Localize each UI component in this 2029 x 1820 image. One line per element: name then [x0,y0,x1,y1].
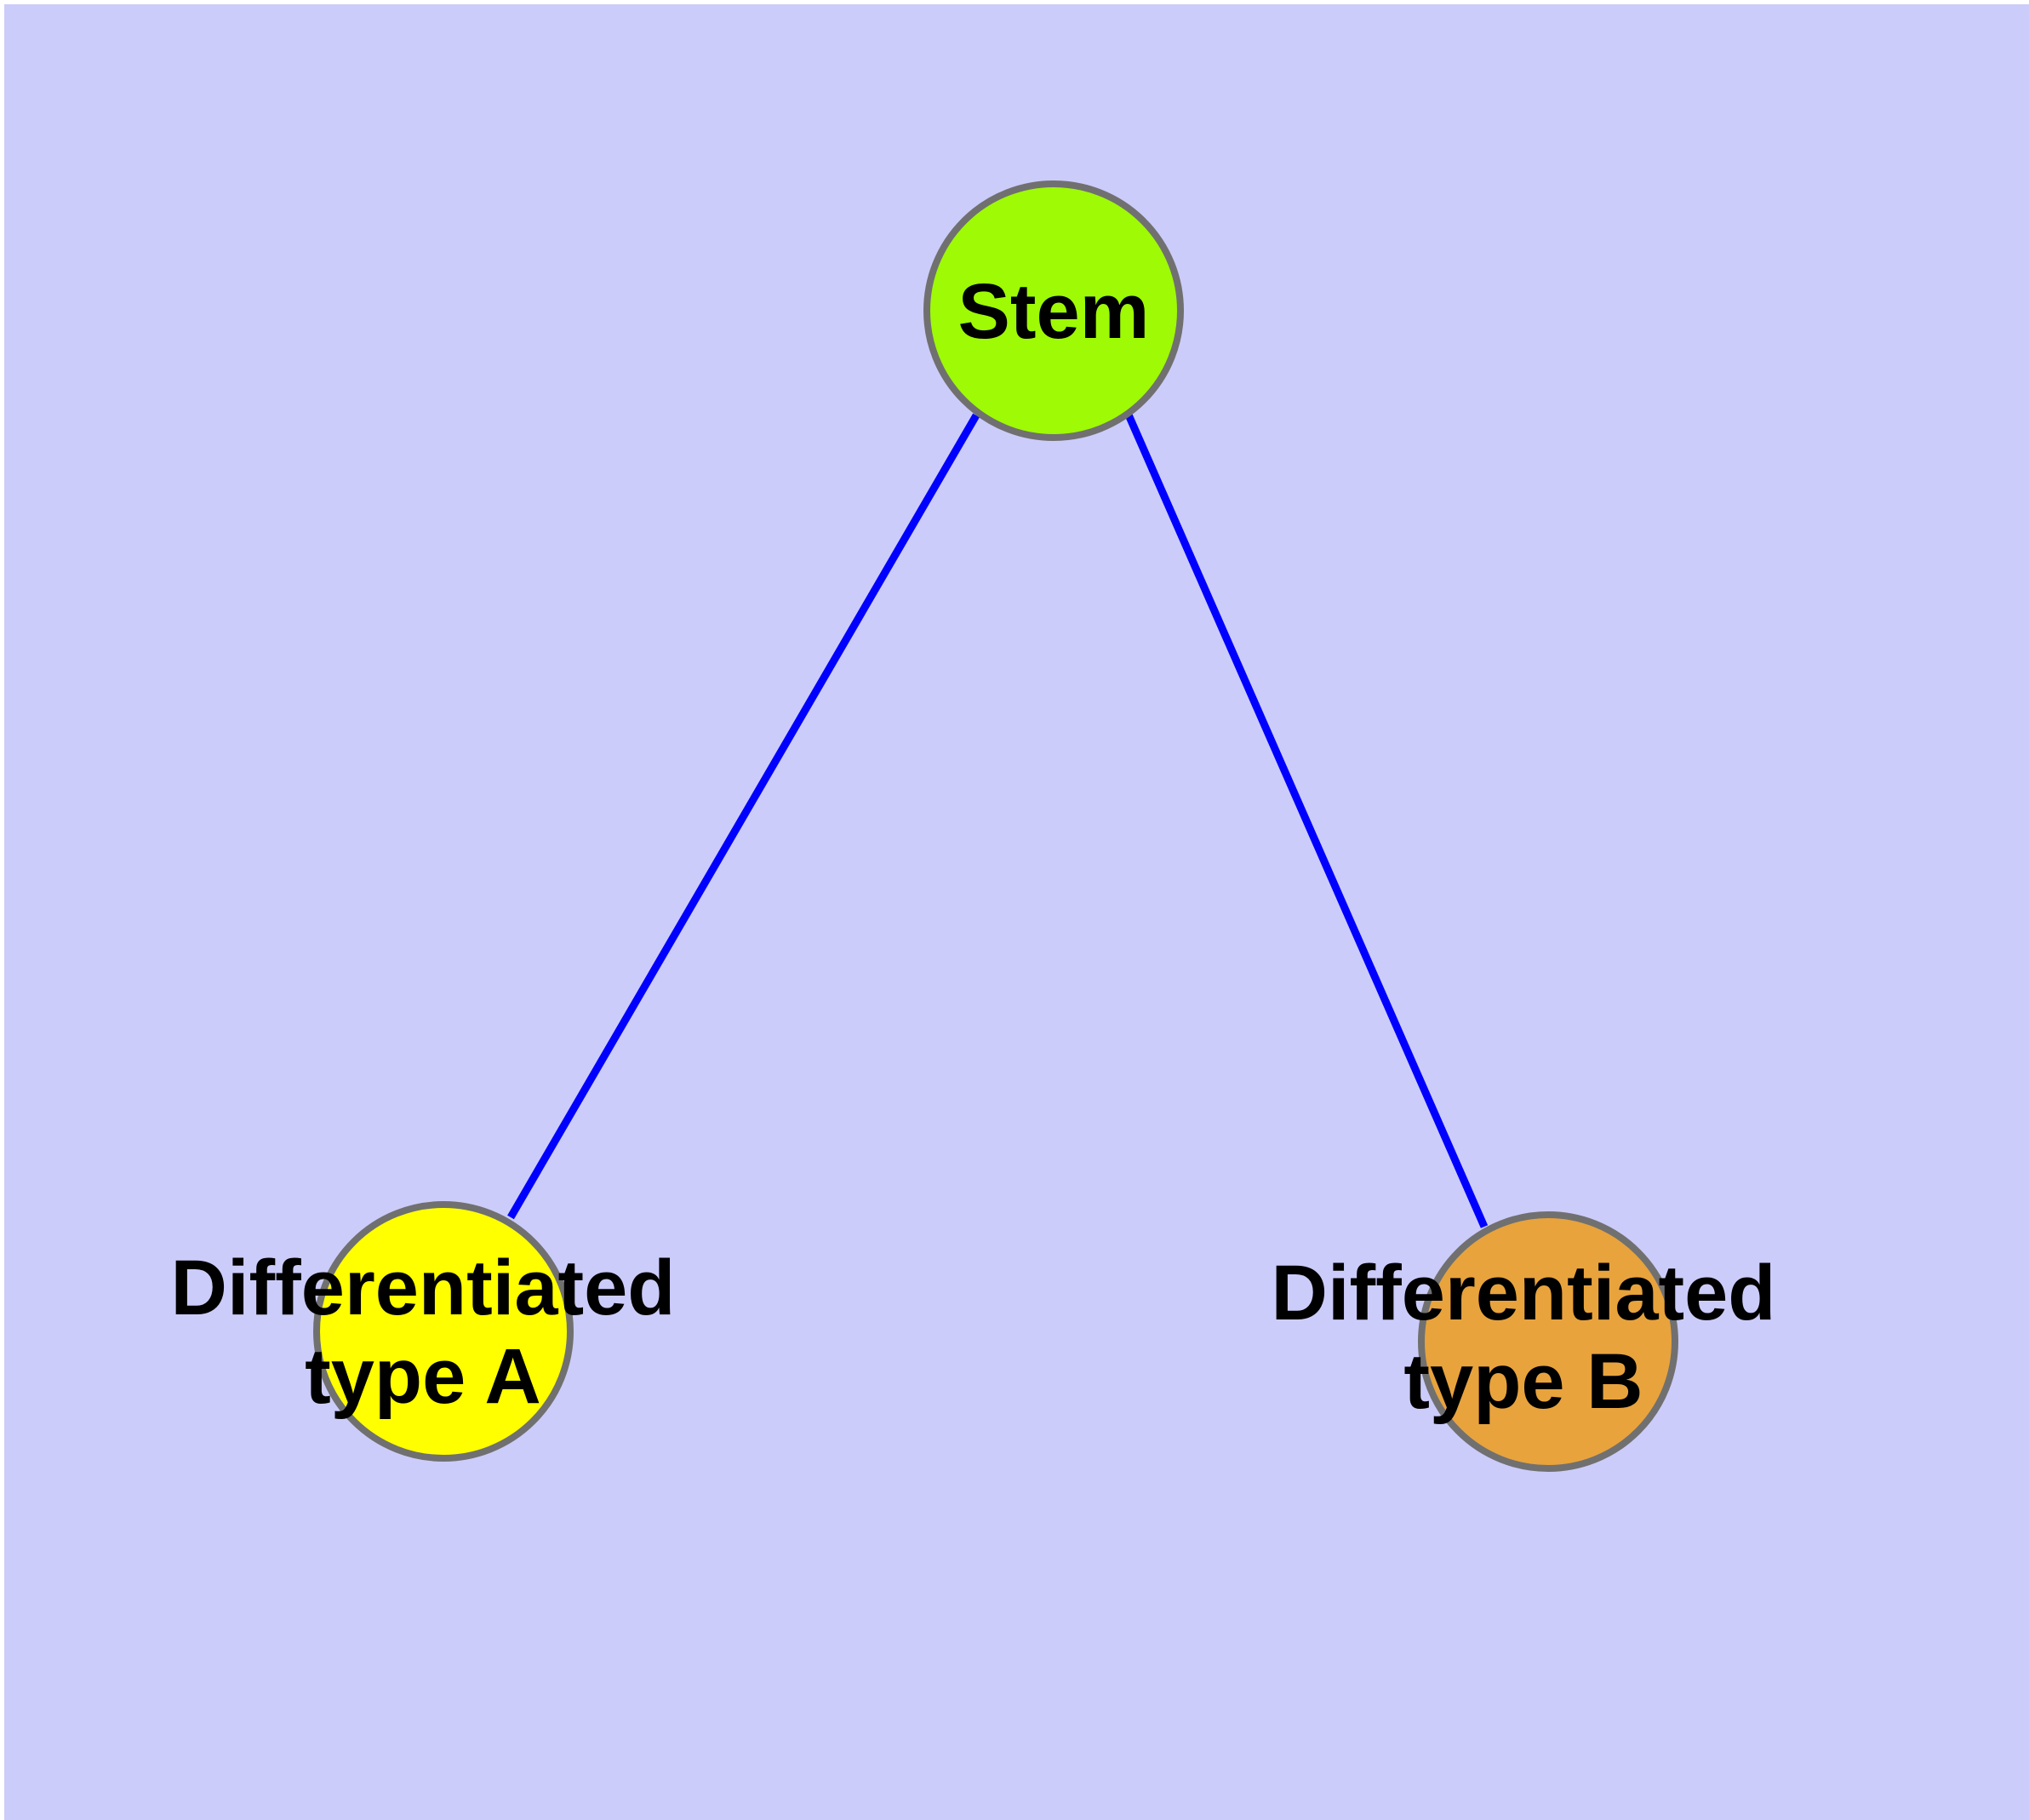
node-label-line: Differentiated [171,1245,676,1331]
graph-node-diff-a[interactable] [313,1201,574,1462]
graph-node-diff-b[interactable] [1418,1211,1678,1472]
node-label-line: type B [1403,1338,1643,1425]
node-label-line: Stem [958,268,1150,355]
graph-edge-stem-to-diff-a[interactable] [507,413,980,1220]
graph-edge-stem-to-diff-b[interactable] [1123,411,1489,1228]
edges-layer [507,411,1489,1228]
node-label-line: Differentiated [1272,1250,1776,1336]
node-label-line: type A [305,1333,541,1420]
graph-node-stem[interactable] [923,180,1184,441]
nodes-layer [313,180,1678,1472]
node-label-stem: Stem [958,268,1150,355]
